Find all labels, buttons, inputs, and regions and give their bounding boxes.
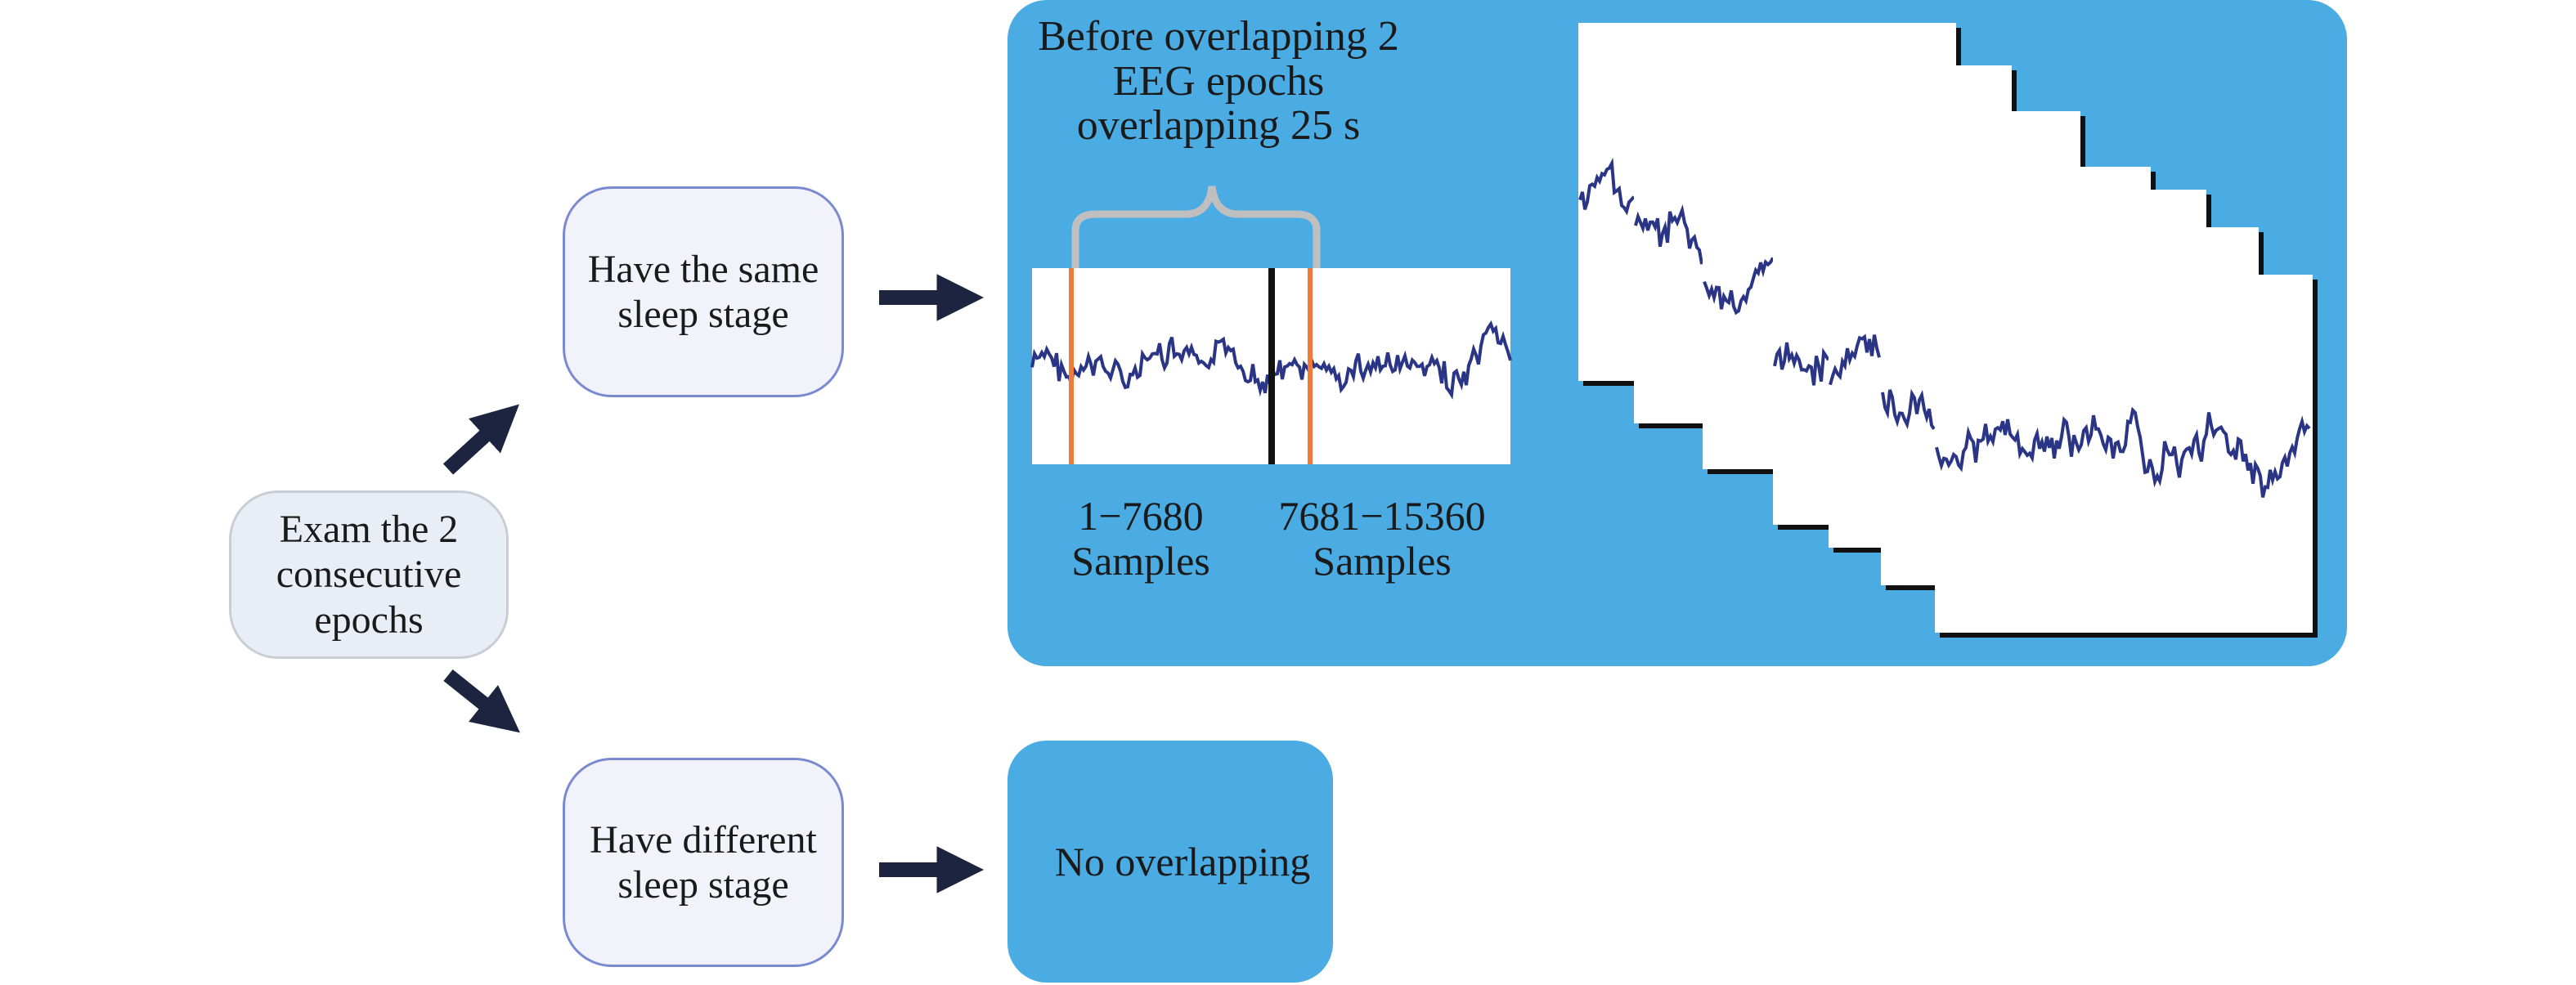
same-stage-label: Have the same sleep stage	[587, 247, 819, 336]
eeg-trace	[1829, 334, 1881, 386]
eeg-trace	[1773, 342, 1830, 386]
segment1-unit: Samples	[1071, 538, 1210, 584]
eeg-trace	[1881, 388, 1936, 430]
eeg-trace	[1703, 257, 1775, 316]
segment1-label: 1−7680 Samples	[1039, 494, 1243, 584]
curly-brace-icon	[1071, 186, 1321, 274]
no-overlap-label: No overlapping	[1054, 839, 1311, 884]
arrow-icon	[442, 404, 520, 475]
segment2-label: 7681−15360 Samples	[1251, 494, 1513, 584]
segment2-unit: Samples	[1313, 538, 1452, 584]
different-stage-node: Have different sleep stage	[563, 758, 844, 967]
eeg-trace	[1578, 157, 1636, 216]
start-node-label: Exam the 2 consecutive epochs	[276, 508, 462, 642]
overlap-panel-title: Before overlapping 2 EEG epochs overlapp…	[1038, 13, 1399, 150]
segment2-range: 7681−15360	[1278, 493, 1486, 539]
start-node: Exam the 2 consecutive epochs	[229, 490, 509, 659]
different-stage-label: Have different sleep stage	[590, 817, 817, 907]
arrow-icon	[443, 669, 520, 733]
same-stage-node: Have the same sleep stage	[563, 186, 844, 397]
eeg-trace	[1634, 204, 1703, 265]
no-overlap-panel: No overlapping	[1008, 741, 1333, 983]
epoch-card	[1935, 275, 2318, 638]
segment1-range: 1−7680	[1078, 493, 1204, 539]
eeg-trace	[1935, 406, 2311, 498]
